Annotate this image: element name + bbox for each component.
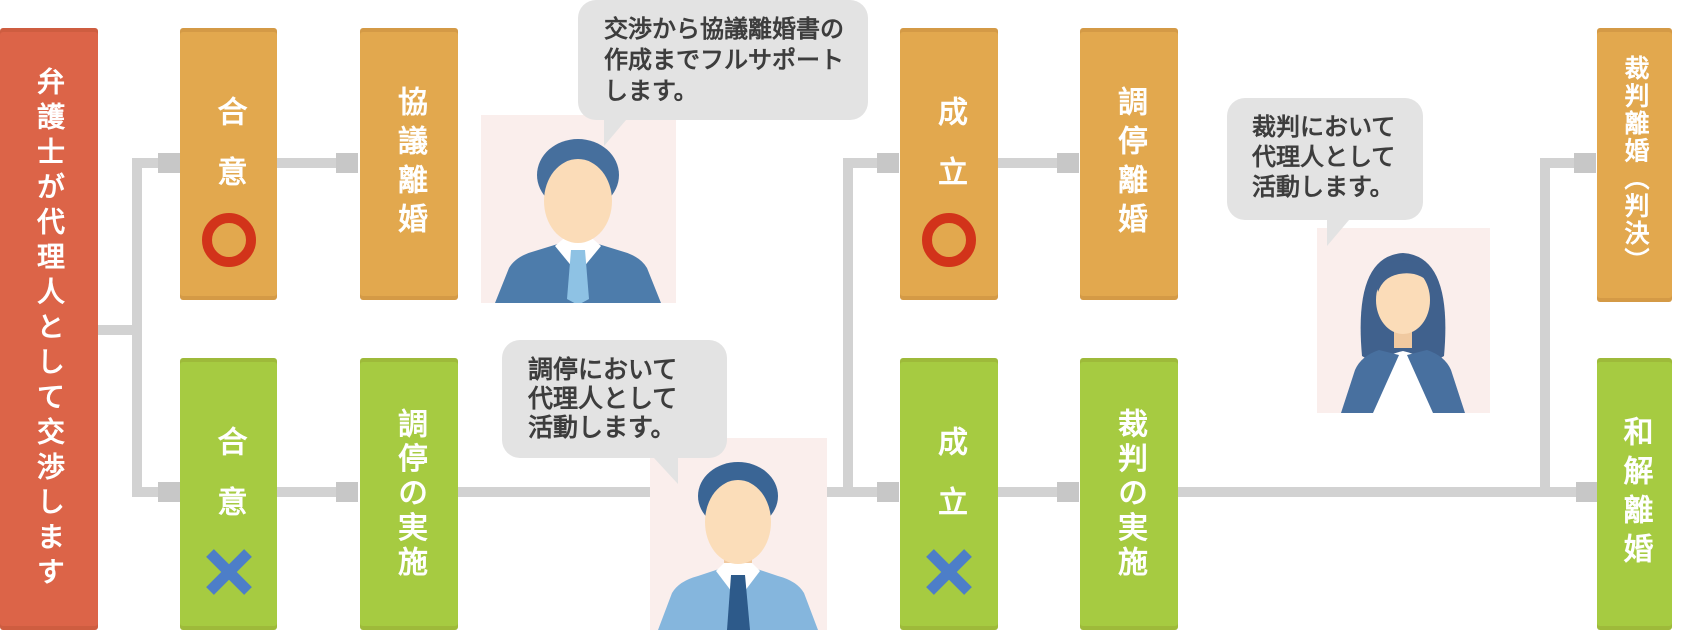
- connector-established-mediation-divorce: [998, 158, 1059, 168]
- connector-branch-top-middle: [843, 158, 878, 168]
- arrow-into-agreement-no: [158, 482, 180, 502]
- connector-trunk-right: [1540, 158, 1550, 497]
- speech-bubble-negotiation-support: 交渉から協議離婚書の 作成までフルサポート します。: [578, 0, 868, 146]
- connector-established-trial: [998, 487, 1059, 497]
- arrow-into-trial-execution: [1057, 482, 1079, 502]
- arrow-into-established-yes: [877, 153, 899, 173]
- arrow-into-established-no: [877, 482, 899, 502]
- speech-bubble-tail: [604, 120, 626, 146]
- speech-bubble-tail: [654, 458, 678, 484]
- connector-branch-top-right: [1540, 158, 1576, 168]
- node-label: 成立: [933, 96, 966, 216]
- connector-branch-top-left: [132, 158, 160, 168]
- node-mediation-divorce: 調停離婚: [1080, 28, 1178, 300]
- connector-trunk-middle: [843, 158, 853, 497]
- arrow-into-trial-divorce: [1574, 153, 1596, 173]
- male-lawyer-light-blue-suit-illustration: [650, 438, 827, 630]
- bubble-text-line: 活動します。: [528, 414, 676, 442]
- node-settlement-divorce: 和解離婚: [1597, 358, 1672, 630]
- speech-bubble-trial-agent: 裁判において 代理人として 活動します。: [1227, 98, 1423, 246]
- node-mediation-execution: 調停の実施: [360, 358, 458, 630]
- node-lawyer-negotiates: 弁護士が代理人として交渉します: [0, 28, 98, 630]
- node-trial-execution: 裁判の実施: [1080, 358, 1178, 630]
- bubble-text-line: 作成までフルサポート: [604, 47, 844, 74]
- node-label: 合意: [212, 96, 246, 216]
- node-label: 合意: [212, 426, 246, 546]
- connector-branch-bottom-left: [132, 487, 160, 497]
- bubble-text-line: 代理人として: [1252, 144, 1396, 171]
- speech-bubble-mediation-agent: 調停において 代理人として 活動します。: [502, 340, 727, 484]
- node-label: 調停離婚: [1113, 86, 1146, 242]
- arrow-into-mediation-execution: [336, 482, 358, 502]
- failure-cross-icon: [205, 549, 252, 595]
- node-agreement-yes: 合意: [180, 28, 277, 300]
- arrow-into-mediation-divorce: [1057, 153, 1079, 173]
- node-agreement-no: 合意: [180, 358, 277, 630]
- node-established-no: 成立: [900, 358, 998, 630]
- node-label: 和解離婚: [1618, 416, 1652, 572]
- node-label: 調停の実施: [393, 407, 426, 581]
- arrow-into-settlement-divorce: [1576, 482, 1598, 502]
- male-lawyer-navy-suit-illustration: [481, 115, 676, 303]
- connector-trunk-left: [132, 158, 142, 497]
- connector-agreement-consultation: [277, 158, 338, 168]
- bubble-text-line: 交渉から協議離婚書の: [604, 16, 844, 43]
- female-lawyer-navy-jacket-illustration: [1317, 228, 1490, 413]
- connector-root-stub: [98, 325, 142, 335]
- node-label: 裁判離婚（判決）: [1621, 55, 1649, 275]
- bubble-text-line: 調停において: [528, 356, 678, 384]
- arrow-into-agreement-yes: [158, 153, 180, 173]
- bubble-text-line: します。: [604, 78, 698, 105]
- connector-trial-settlement: [1178, 487, 1578, 497]
- bubble-text-line: 活動します。: [1252, 174, 1394, 201]
- node-label: 弁護士が代理人として交渉します: [34, 66, 65, 592]
- node-label: 協議離婚: [393, 86, 426, 242]
- bubble-text-line: 裁判において: [1252, 114, 1396, 141]
- speech-bubble-tail: [1327, 220, 1349, 246]
- bubble-text-line: 代理人として: [528, 385, 678, 413]
- failure-cross-icon: [926, 549, 972, 595]
- node-label: 裁判の実施: [1113, 407, 1146, 581]
- connector-agreement-mediation: [277, 487, 338, 497]
- arrow-into-consultation-divorce: [336, 153, 358, 173]
- node-trial-divorce: 裁判離婚（判決）: [1597, 28, 1672, 302]
- node-label: 成立: [933, 426, 966, 546]
- success-circle-icon: [201, 213, 256, 267]
- success-circle-icon: [922, 213, 976, 267]
- node-consultation-divorce: 協議離婚: [360, 28, 458, 300]
- node-established-yes: 成立: [900, 28, 998, 300]
